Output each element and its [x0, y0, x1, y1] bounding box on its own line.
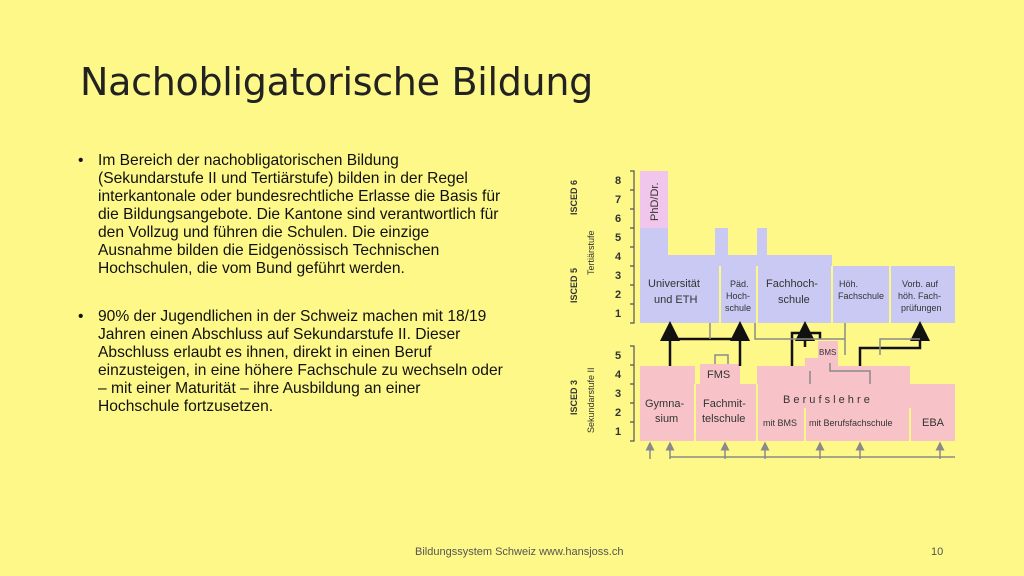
page-number: 10	[931, 546, 944, 558]
gymnasium-label-2: sium	[655, 413, 678, 425]
scale-number: 3	[615, 388, 621, 400]
bullet-list: • Im Bereich der nachobligatorischen Bil…	[78, 152, 503, 446]
vorb-label-2: höh. Fach-	[898, 291, 941, 301]
scale-number: 2	[615, 407, 621, 419]
vorb-label-3: prüfungen	[901, 303, 942, 313]
scale-number: 4	[615, 251, 622, 263]
uni-label-2: und ETH	[654, 294, 697, 306]
hoeh-label-1: Höh.	[839, 279, 858, 289]
phd-block	[640, 171, 668, 228]
scale-number: 6	[615, 213, 621, 225]
mit-bfs-label: mit Berufsfachschule	[809, 418, 893, 428]
tertiary-area	[640, 228, 955, 323]
bullet-text: Im Bereich der nachobligatorischen Bildu…	[98, 152, 501, 277]
scale-number: 5	[615, 232, 621, 244]
fachmittel-label-2: telschule	[702, 413, 745, 425]
footer-text: Bildungssystem Schweiz www.hansjoss.ch	[415, 546, 624, 558]
vorb-label-1: Vorb. auf	[902, 279, 939, 289]
scale-number: 5	[615, 350, 621, 362]
fms-block	[700, 364, 740, 384]
scale-number: 3	[615, 270, 621, 282]
transfer-arrows	[660, 321, 930, 366]
uni-label-1: Universität	[648, 278, 700, 290]
paed-label-3: schule	[725, 303, 751, 313]
entry-arrows	[645, 441, 955, 459]
bullet-item: • 90% der Jugendlichen in der Schweiz ma…	[78, 308, 503, 416]
secondary-scale-bracket	[630, 345, 635, 442]
education-system-diagram: ISCED 6 ISCED 5 Tertiärstufe ISCED 3 Sek…	[560, 163, 960, 468]
tertiary-scale-bracket	[630, 170, 635, 324]
gymnasium-label-1: Gymna-	[645, 398, 684, 410]
fachhoch-label-2: schule	[778, 294, 810, 306]
fms-label: FMS	[707, 369, 730, 381]
scale-number: 7	[615, 194, 621, 206]
fachhoch-label-1: Fachhoch-	[766, 278, 818, 290]
scale-number: 4	[615, 369, 622, 381]
fachmittel-label-1: Fachmit-	[703, 398, 746, 410]
bullet-dot: •	[78, 308, 84, 325]
hoeh-label-2: Fachschule	[838, 291, 884, 301]
eba-label: EBA	[922, 417, 945, 429]
tertiary-connector-lines	[709, 323, 920, 355]
tertiaerstufe-label: Tertiärstufe	[586, 230, 596, 275]
bullet-text: 90% der Jugendlichen in der Schweiz mach…	[98, 308, 503, 415]
slide-title: Nachobligatorische Bildung	[80, 60, 593, 104]
paed-label-2: Hoch-	[726, 291, 750, 301]
isced6-label: ISCED 6	[569, 180, 579, 215]
scale-number: 8	[615, 175, 621, 187]
paed-label-1: Päd.	[730, 279, 749, 289]
bullet-dot: •	[78, 152, 84, 169]
mit-bms-label: mit BMS	[763, 418, 797, 428]
scale-number: 1	[615, 426, 621, 438]
scale-number: 1	[615, 308, 621, 320]
phd-label: PhD/Dr.	[649, 182, 661, 221]
berufslehre-label: B e r u f s l e h r e	[783, 394, 870, 406]
scale-number: 2	[615, 289, 621, 301]
isced5-label: ISCED 5	[569, 268, 579, 303]
secondary-area	[640, 341, 955, 441]
diagram-svg: ISCED 6 ISCED 5 Tertiärstufe ISCED 3 Sek…	[569, 170, 955, 459]
sekundarstufe-label: Sekundarstufe II	[586, 367, 596, 433]
secondary-connector-lines	[714, 354, 871, 384]
isced3-label: ISCED 3	[569, 380, 579, 415]
bms-label: BMS	[819, 348, 836, 357]
bullet-item: • Im Bereich der nachobligatorischen Bil…	[78, 152, 503, 278]
